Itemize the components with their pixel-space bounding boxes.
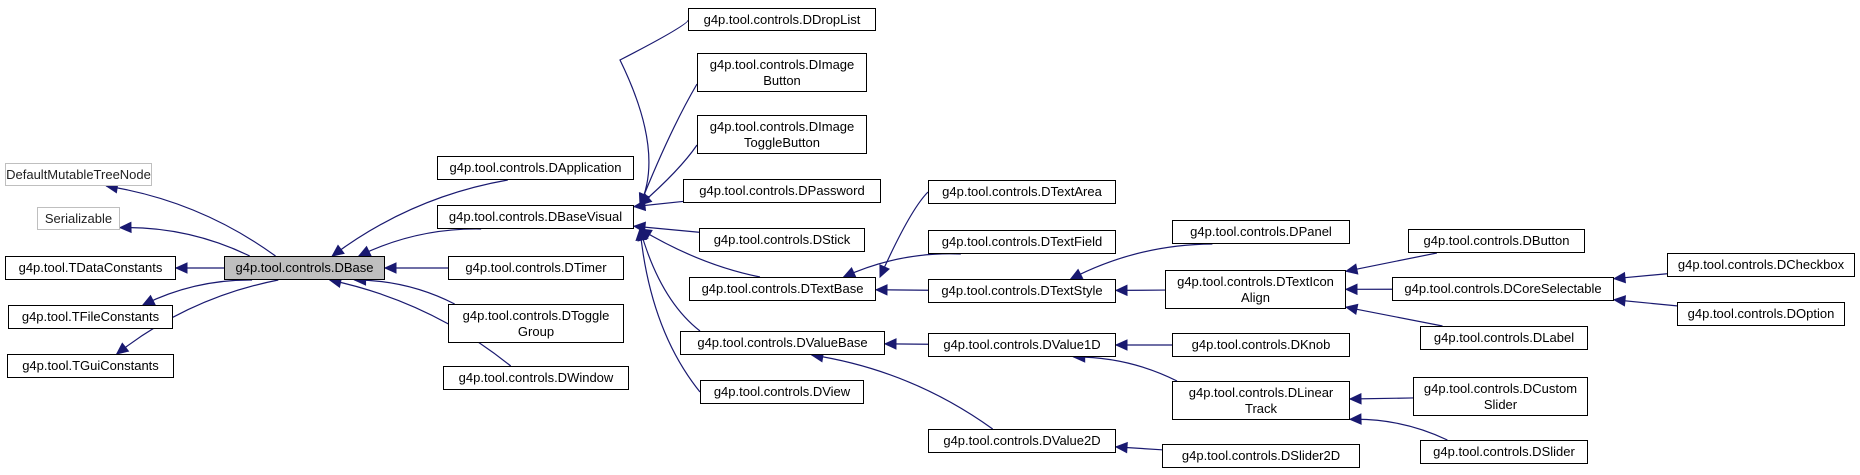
node-dlabel[interactable]: g4p.tool.controls.DLabel [1420, 326, 1588, 350]
node-ddroplist[interactable]: g4p.tool.controls.DDropList [688, 8, 876, 31]
node-dtogglegroup[interactable]: g4p.tool.controls.DToggle Group [448, 304, 624, 343]
edge-dbase-to-tdataconstants-arrowhead [174, 262, 188, 274]
edge-dtextarea-to-dtextbase-arrowhead [879, 264, 890, 279]
node-dtextarea[interactable]: g4p.tool.controls.DTextArea [928, 180, 1116, 204]
edge-dbase-to-tguiconstants [116, 279, 279, 355]
edge-dslider-to-dlineartrack-arrowhead [1348, 413, 1362, 425]
edge-dbase-to-serializable [119, 226, 250, 257]
node-dvalue2d[interactable]: g4p.tool.controls.DValue2D [928, 429, 1116, 453]
node-dbase: g4p.tool.controls.DBase [224, 256, 385, 280]
edge-dvalue2d-to-dvaluebase [811, 354, 994, 430]
edge-dimagebutton-to-dbasevisual [639, 83, 698, 206]
node-doption[interactable]: g4p.tool.controls.DOption [1677, 302, 1845, 326]
edge-dpanel-to-dtextstyle [1070, 243, 1213, 280]
edge-dbase-to-tfileconstants [142, 279, 253, 306]
node-dtextbase[interactable]: g4p.tool.controls.DTextBase [689, 277, 876, 301]
edge-dpanel-to-dtextstyle-arrowhead [1069, 268, 1084, 280]
node-dtexticonalign[interactable]: g4p.tool.controls.DTextIcon Align [1165, 270, 1346, 309]
edge-doption-to-dcoreselectable-arrowhead [1612, 295, 1627, 307]
edge-dbase-to-tguiconstants-arrowhead [115, 342, 130, 355]
edge-dlabel-to-dtexticonalign [1345, 306, 1443, 327]
edge-dcustomslider-to-dlineartrack-arrowhead [1348, 393, 1362, 405]
edge-dlabel-to-dtexticonalign-arrowhead [1344, 303, 1359, 316]
node-dtextstyle[interactable]: g4p.tool.controls.DTextStyle [928, 279, 1116, 303]
node-dslider[interactable]: g4p.tool.controls.DSlider [1420, 440, 1588, 464]
node-dstick[interactable]: g4p.tool.controls.DStick [699, 228, 865, 252]
edge-dslider2d-to-dvalue2d-arrowhead [1114, 441, 1128, 454]
edge-dtexticonalign-to-dtextstyle-arrowhead [1114, 284, 1128, 297]
node-dcheckbox[interactable]: g4p.tool.controls.DCheckbox [1667, 253, 1855, 277]
edge-dview-to-dbasevisual [639, 228, 701, 393]
node-dcustomslider[interactable]: g4p.tool.controls.DCustom Slider [1413, 377, 1588, 416]
edge-dtextfield-to-dtextbase-arrowhead [842, 266, 857, 278]
node-dbasevisual[interactable]: g4p.tool.controls.DBaseVisual [437, 205, 634, 229]
edge-dapplication-to-dbase-arrowhead [331, 244, 345, 257]
edge-dtextstyle-to-dtextbase-arrowhead [874, 284, 888, 296]
node-dpanel[interactable]: g4p.tool.controls.DPanel [1172, 220, 1350, 244]
node-dbutton[interactable]: g4p.tool.controls.DButton [1408, 229, 1585, 253]
edge-dknob-to-dvalue1d-arrowhead [1114, 339, 1128, 351]
edge-dbase-to-defaultmutabletreenode [106, 185, 276, 257]
node-dlineartrack[interactable]: g4p.tool.controls.DLinear Track [1172, 381, 1350, 420]
node-dpassword[interactable]: g4p.tool.controls.DPassword [683, 179, 881, 203]
edge-dpassword-to-dbasevisual-arrowhead [632, 199, 647, 212]
node-dview[interactable]: g4p.tool.controls.DView [700, 380, 864, 404]
node-defaultmutabletreenode: DefaultMutableTreeNode [5, 163, 152, 186]
node-dknob[interactable]: g4p.tool.controls.DKnob [1172, 333, 1350, 357]
node-tdataconstants[interactable]: g4p.tool.TDataConstants [5, 256, 176, 280]
node-serializable: Serializable [37, 207, 120, 230]
edge-dtogglegroup-to-dbase [354, 279, 455, 305]
node-tguiconstants[interactable]: g4p.tool.TGuiConstants [7, 354, 174, 378]
node-dtimer[interactable]: g4p.tool.controls.DTimer [448, 256, 624, 280]
edge-ddroplist-to-dbasevisual [619, 19, 689, 206]
node-dtextfield[interactable]: g4p.tool.controls.DTextField [928, 230, 1116, 254]
edge-dvaluebase-to-dbasevisual [639, 228, 701, 332]
edge-dcheckbox-to-dcoreselectable-arrowhead [1612, 271, 1626, 284]
node-tfileconstants[interactable]: g4p.tool.TFileConstants [8, 305, 173, 329]
edge-dbase-to-tfileconstants-arrowhead [141, 294, 156, 306]
node-dimagetogglebutton[interactable]: g4p.tool.controls.DImage ToggleButton [697, 115, 867, 154]
edge-dbasevisual-to-dbase [358, 228, 482, 257]
edge-dslider-to-dlineartrack [1349, 418, 1448, 441]
node-dapplication[interactable]: g4p.tool.controls.DApplication [437, 156, 634, 180]
edge-dbutton-to-dtexticonalign [1345, 252, 1437, 272]
edge-dbasevisual-to-dbase-arrowhead [357, 245, 372, 257]
node-dslider2d[interactable]: g4p.tool.controls.DSlider2D [1162, 444, 1360, 468]
edge-dapplication-to-dbase [331, 179, 508, 257]
node-dwindow[interactable]: g4p.tool.controls.DWindow [443, 366, 629, 390]
edge-dtextfield-to-dtextbase [843, 253, 961, 278]
edge-dvalue1d-to-dvaluebase-arrowhead [883, 338, 897, 350]
node-dcoreselectable[interactable]: g4p.tool.controls.DCoreSelectable [1392, 277, 1614, 301]
edge-dlineartrack-to-dvalue1d [1073, 356, 1178, 382]
edge-dwindow-to-dbase [329, 279, 512, 367]
edge-dtextarea-to-dtextbase [879, 191, 929, 278]
node-dvalue1d[interactable]: g4p.tool.controls.DValue1D [928, 333, 1116, 357]
node-dimagebutton[interactable]: g4p.tool.controls.DImage Button [697, 53, 867, 92]
edge-dbase-to-serializable-arrowhead [118, 221, 132, 234]
edge-dcoreselectable-to-dtexticonalign-arrowhead [1344, 283, 1358, 296]
edge-dview-to-dbasevisual-arrowhead [635, 227, 647, 242]
edge-dbutton-to-dtexticonalign-arrowhead [1344, 263, 1359, 275]
node-dvaluebase[interactable]: g4p.tool.controls.DValueBase [680, 331, 885, 355]
edge-dtimer-to-dbase-arrowhead [383, 262, 397, 274]
edge-dtextbase-to-dbasevisual [639, 228, 761, 278]
